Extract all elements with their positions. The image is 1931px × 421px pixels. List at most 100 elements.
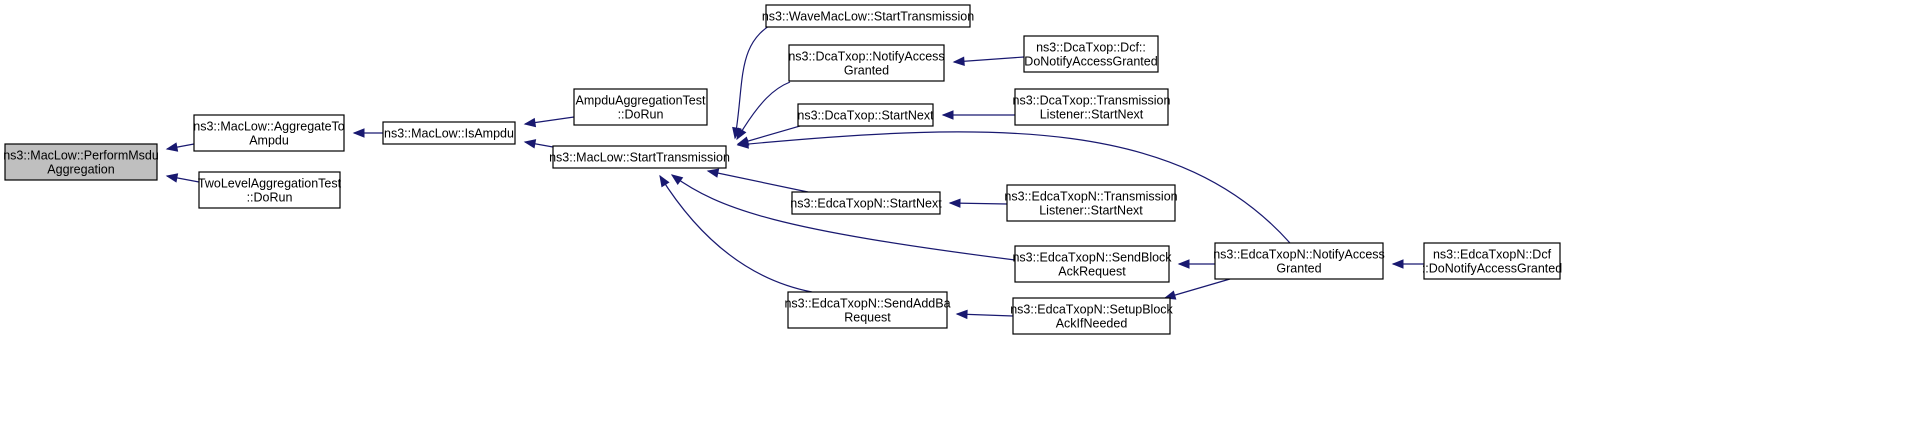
node-label-line: Listener::StartNext xyxy=(1039,203,1143,217)
node-wavemaclow-start-transmission[interactable]: ns3::WaveMacLow::StartTransmission xyxy=(762,4,974,28)
node-edcatxopn-start-next[interactable]: ns3::EdcaTxopN::StartNext xyxy=(790,191,942,215)
edge-edcatxopn-setup-block-ack-if-needed-to-edcatxopn-send-add-ba-request xyxy=(955,309,1014,320)
edge-edcatxopn-send-block-ack-request-to-maclow-start-transmission xyxy=(670,174,1016,261)
edge-edcatxopn-send-add-ba-request-to-maclow-start-transmission xyxy=(659,174,813,293)
node-box xyxy=(1014,245,1170,283)
arrowhead xyxy=(165,142,179,152)
edge-aggregate-to-ampdu-to-perform-msdu-aggregation xyxy=(165,142,195,152)
node-label-line: ns3::WaveMacLow::StartTransmission xyxy=(762,9,974,23)
node-box xyxy=(193,114,345,152)
node-box xyxy=(787,291,948,329)
node-label-line: ns3::EdcaTxopN::Transmission xyxy=(1004,189,1177,203)
node-edcatxopn-dcf-do-notify-access-granted[interactable]: ns3::EdcaTxopN::Dcf::DoNotifyAccessGrant… xyxy=(1422,242,1562,280)
edge-two-level-aggregation-test-dorun-to-perform-msdu-aggregation xyxy=(165,173,200,183)
node-maclow-start-transmission[interactable]: ns3::MacLow::StartTransmission xyxy=(549,145,730,169)
node-box xyxy=(4,143,158,181)
arrowhead xyxy=(659,174,670,188)
edge-dcatxop-dcf-do-notify-access-granted-to-dcatxop-notify-access-granted xyxy=(952,56,1025,66)
node-box xyxy=(573,88,708,126)
node-label-line: ns3::MacLow::PerformMsdu xyxy=(3,148,159,162)
arrowhead xyxy=(165,173,179,183)
node-box xyxy=(1214,242,1384,280)
node-box xyxy=(382,121,516,145)
node-label-line: TwoLevelAggregationTest xyxy=(198,176,342,190)
arrowhead xyxy=(948,198,961,208)
node-label-line: ns3::DcaTxop::NotifyAccess xyxy=(788,49,944,63)
node-box xyxy=(788,44,945,82)
edge-edcatxopn-dcf-do-notify-access-granted-to-edcatxopn-notify-access-granted xyxy=(1391,259,1424,269)
node-label-line: ns3::EdcaTxopN::SendAddBa xyxy=(784,296,950,310)
edge-wavemaclow-start-transmission-to-maclow-start-transmission xyxy=(732,19,781,140)
edge-edcatxopn-notify-access-granted-to-edcatxopn-send-block-ack-request xyxy=(1177,259,1215,269)
node-box xyxy=(797,103,934,127)
node-box xyxy=(198,171,341,209)
node-label-line: ns3::EdcaTxopN::SendBlock xyxy=(1012,250,1172,264)
node-dcatxop-dcf-do-notify-access-granted[interactable]: ns3::DcaTxop::Dcf::DoNotifyAccessGranted xyxy=(1023,35,1159,73)
node-label-line: ns3::EdcaTxopN::NotifyAccess xyxy=(1213,247,1385,261)
edge-is-ampdu-to-aggregate-to-ampdu xyxy=(352,128,383,138)
arrowhead xyxy=(955,309,968,320)
node-dcatxop-notify-access-granted[interactable]: ns3::DcaTxop::NotifyAccessGranted xyxy=(788,44,945,82)
node-edcatxopn-transmission-listener-start-next[interactable]: ns3::EdcaTxopN::TransmissionListener::St… xyxy=(1004,184,1178,222)
arrowhead xyxy=(523,117,537,128)
edge-ampdu-aggregation-test-dorun-to-is-ampdu xyxy=(523,116,575,128)
node-box xyxy=(1012,297,1171,335)
arrowhead xyxy=(670,174,684,186)
node-label-line: ::DoRun xyxy=(618,107,664,121)
node-box xyxy=(1023,35,1159,73)
node-label-line: ns3::EdcaTxopN::StartNext xyxy=(790,196,942,210)
node-label-line: Listener::StartNext xyxy=(1040,107,1144,121)
node-label-line: DoNotifyAccessGranted xyxy=(1024,54,1157,68)
node-label-line: Request xyxy=(844,310,891,324)
node-label-line: Granted xyxy=(844,63,889,77)
node-label-line: ns3::EdcaTxopN::SetupBlock xyxy=(1010,302,1173,316)
node-label-line: ns3::MacLow::StartTransmission xyxy=(549,150,730,164)
edge-dcatxop-transmission-listener-start-next-to-dcatxop-start-next xyxy=(941,110,1015,120)
node-box xyxy=(552,145,727,169)
edge-edcatxopn-notify-access-granted-to-maclow-start-transmission xyxy=(736,131,1291,244)
arrowhead xyxy=(1391,259,1404,269)
edge-maclow-start-transmission-to-is-ampdu xyxy=(523,139,554,149)
arrowhead xyxy=(941,110,954,120)
edge-edcatxopn-notify-access-granted-to-edcatxopn-setup-block-ack-if-needed xyxy=(1163,278,1231,300)
arrowhead xyxy=(1177,259,1190,269)
node-label-line: ns3::DcaTxop::Dcf:: xyxy=(1036,40,1146,54)
node-ampdu-aggregation-test-dorun[interactable]: AmpduAggregationTest::DoRun xyxy=(573,88,708,126)
node-label-line: ::DoRun xyxy=(247,190,293,204)
node-dcatxop-start-next[interactable]: ns3::DcaTxop::StartNext xyxy=(797,103,934,127)
node-label-line: ns3::MacLow::AggregateTo xyxy=(193,119,345,133)
node-box xyxy=(1423,242,1561,280)
node-box xyxy=(791,191,941,215)
node-box xyxy=(1014,88,1169,126)
node-is-ampdu[interactable]: ns3::MacLow::IsAmpdu xyxy=(382,121,516,145)
edge-edcatxopn-transmission-listener-start-next-to-edcatxopn-start-next xyxy=(948,198,1008,208)
node-label-line: ns3::DcaTxop::StartNext xyxy=(797,108,934,122)
arrowhead xyxy=(523,139,537,149)
arrowhead xyxy=(736,127,747,141)
arrowhead xyxy=(952,56,965,66)
node-box xyxy=(1006,184,1176,222)
arrowhead xyxy=(352,128,365,138)
node-label-line: AckIfNeeded xyxy=(1056,316,1128,330)
edge-edcatxopn-start-next-to-maclow-start-transmission xyxy=(706,168,809,193)
node-label-line: AmpduAggregationTest xyxy=(576,93,706,107)
node-label-line: ::DoNotifyAccessGranted xyxy=(1422,261,1562,275)
node-label-line: Aggregation xyxy=(47,162,114,176)
node-label-line: Ampdu xyxy=(249,133,289,147)
node-two-level-aggregation-test-dorun[interactable]: TwoLevelAggregationTest::DoRun xyxy=(198,171,342,209)
node-label-line: ns3::DcaTxop::Transmission xyxy=(1013,93,1171,107)
node-edcatxopn-notify-access-granted[interactable]: ns3::EdcaTxopN::NotifyAccessGranted xyxy=(1213,242,1385,280)
arrowhead xyxy=(706,168,720,178)
node-box xyxy=(765,4,971,28)
node-dcatxop-transmission-listener-start-next[interactable]: ns3::DcaTxop::TransmissionListener::Star… xyxy=(1013,88,1171,126)
node-label-line: Granted xyxy=(1276,261,1321,275)
edge-dcatxop-notify-access-granted-to-maclow-start-transmission xyxy=(736,81,791,141)
arrowhead xyxy=(736,139,749,149)
node-label-line: ns3::MacLow::IsAmpdu xyxy=(384,126,514,140)
